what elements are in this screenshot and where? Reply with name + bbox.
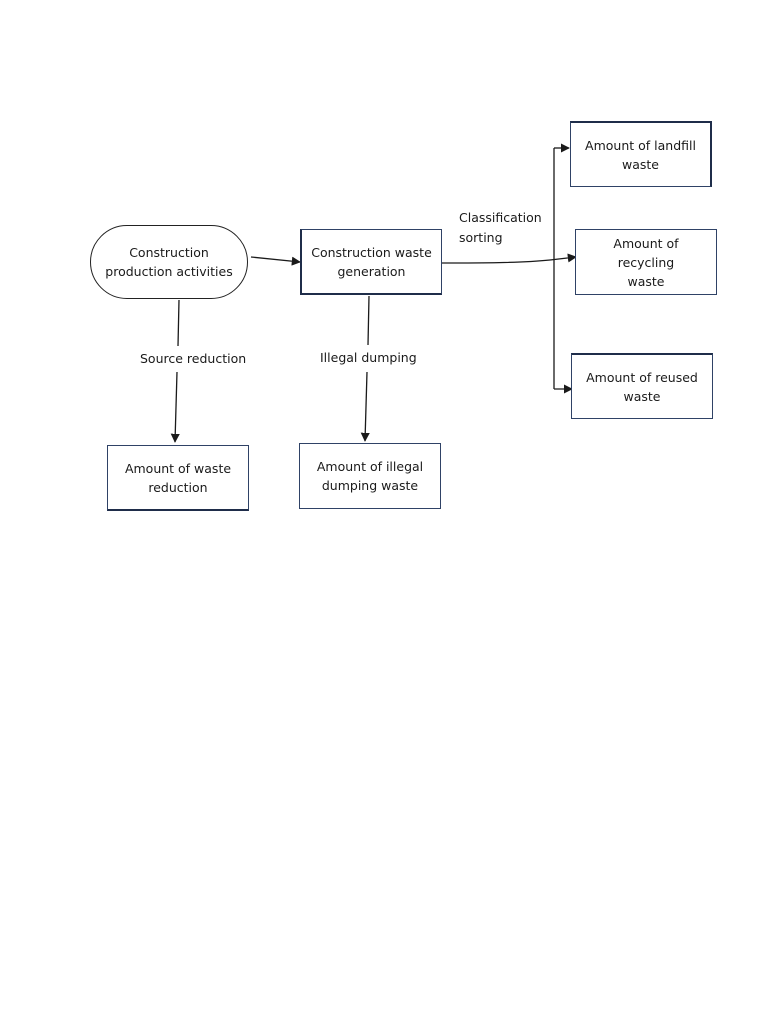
node-waste-reduction: Amount of waste reduction (107, 445, 249, 511)
edge-label-classification-sorting: Classification sorting (459, 208, 542, 248)
node-landfill-waste-line2: waste (622, 156, 659, 172)
node-waste-reduction-line2: reduction (148, 479, 208, 495)
node-recycling-waste: Amount of recycling waste (575, 229, 717, 295)
node-landfill-waste: Amount of landfill waste (570, 121, 712, 187)
edge-label-classification-line1: Classification (459, 210, 542, 225)
node-waste-generation-line1: Construction waste (311, 244, 432, 260)
edge-label-source-reduction: Source reduction (138, 349, 249, 369)
node-landfill-waste-line1: Amount of landfill (585, 137, 696, 153)
node-recycling-waste-line2: waste (627, 273, 665, 289)
node-illegal-dumping-waste-line2: dumping waste (321, 478, 419, 493)
arrow-source-reduction (170, 371, 180, 443)
node-waste-generation-line2: generation (337, 263, 406, 279)
edge-label-classification-line2: sorting (459, 230, 503, 245)
node-construction-activities: Construction production activities (90, 225, 248, 299)
arrow-illegal-dumping (360, 371, 370, 442)
arrow-activities-to-generation (250, 256, 301, 266)
node-illegal-dumping-waste: Amount of illegal dumping waste (299, 443, 441, 509)
node-reused-waste-line2: waste (623, 388, 661, 404)
node-construction-activities-line1: Construction (129, 245, 209, 260)
node-waste-reduction-line1: Amount of waste (124, 460, 232, 476)
arrow-illegal-dumping-upper (367, 295, 370, 346)
edge-label-illegal-dumping: Illegal dumping (318, 348, 419, 368)
node-reused-waste-line1: Amount of reused (586, 369, 698, 385)
arrow-classification-main (441, 253, 577, 264)
node-reused-waste: Amount of reused waste (571, 353, 713, 419)
node-construction-activities-line2: production activities (105, 264, 233, 279)
node-illegal-dumping-waste-line1: Amount of illegal (316, 459, 424, 474)
node-waste-generation: Construction waste generation (300, 229, 442, 295)
node-recycling-waste-line1: Amount of recycling (613, 235, 679, 270)
arrow-source-reduction-upper (177, 299, 180, 347)
